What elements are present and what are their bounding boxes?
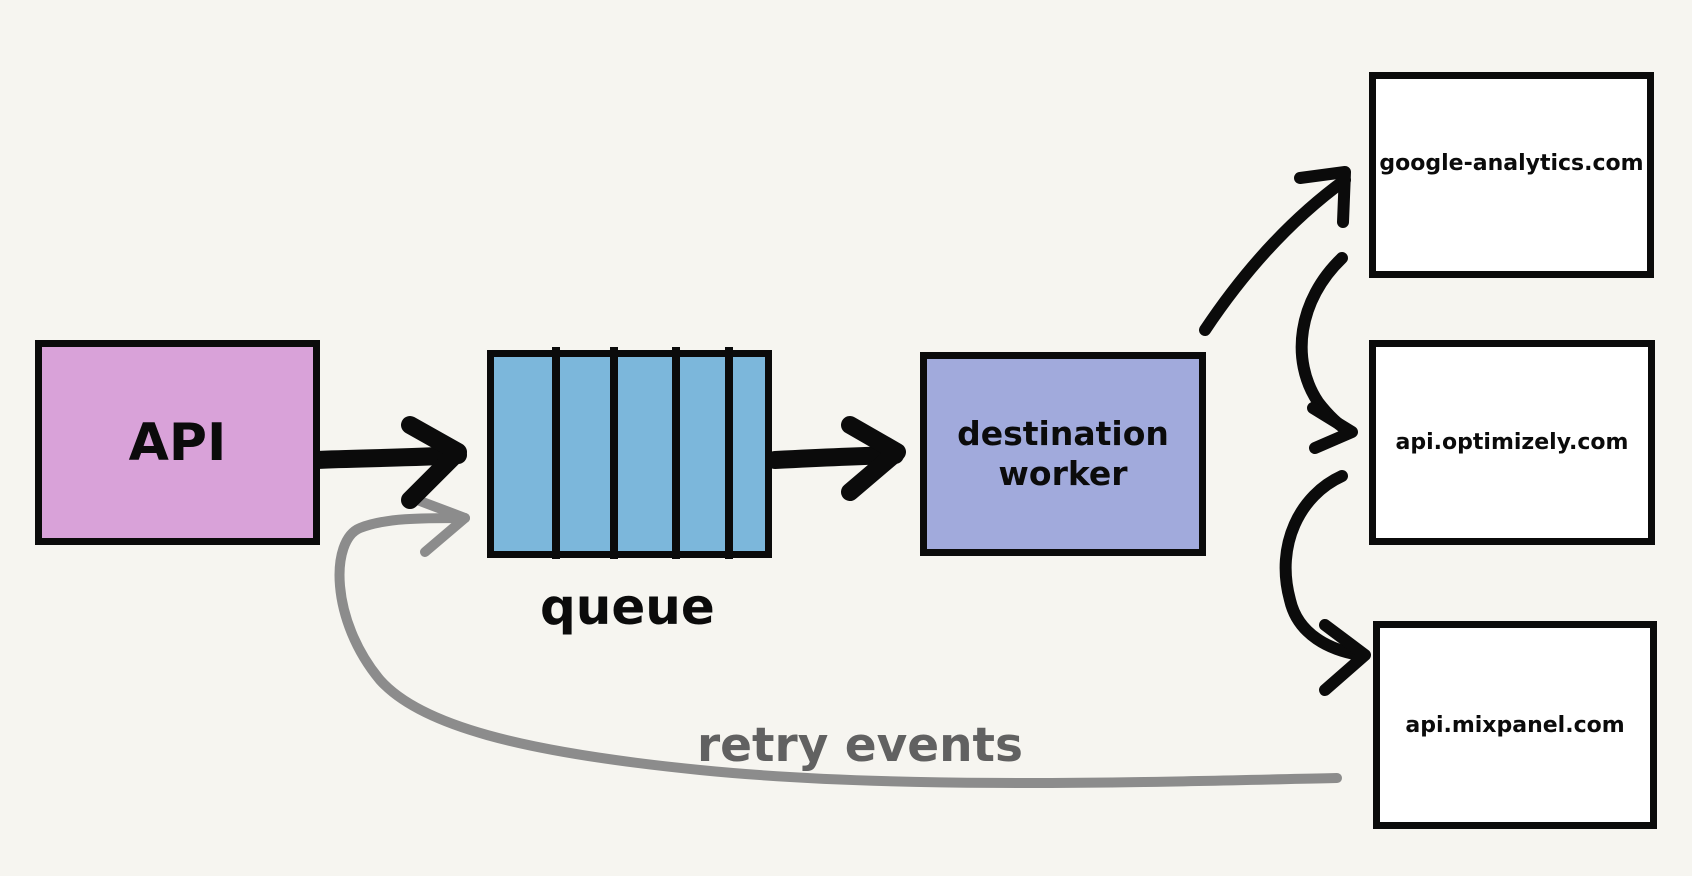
- to-mixpanel-arrow: [1279, 470, 1366, 661]
- worker-to-ga-arrowhead: [1294, 166, 1351, 228]
- queue-to-worker-arrowhead: [841, 416, 906, 501]
- api-box: API: [35, 340, 320, 545]
- worker-to-ga-arrow: [1199, 174, 1351, 336]
- queue-divider: [610, 347, 618, 559]
- queue-divider: [672, 347, 680, 559]
- api-to-queue-arrowhead: [401, 416, 467, 509]
- queue-divider: [552, 347, 560, 559]
- queue-label: queue: [540, 578, 715, 636]
- retry-arrowhead: [407, 493, 470, 557]
- worker-label-line1: destination: [957, 414, 1169, 453]
- queue-divider: [725, 347, 733, 559]
- queue-box: [487, 347, 772, 559]
- retry-events-label: retry events: [697, 718, 1023, 773]
- to-mixpanel-arrowhead: [1319, 619, 1371, 696]
- destination-label: google-analytics.com: [1379, 151, 1644, 176]
- destination-optimizely: api.optimizely.com: [1369, 340, 1655, 545]
- destination-google-analytics: google-analytics.com: [1369, 72, 1654, 278]
- retry-arrow: [334, 513, 1342, 788]
- destination-label: api.mixpanel.com: [1405, 712, 1625, 738]
- destination-worker-box: destination worker: [920, 352, 1206, 556]
- destination-mixpanel: api.mixpanel.com: [1373, 621, 1657, 829]
- worker-label-line2: worker: [998, 454, 1128, 493]
- api-to-queue-arrow: [306, 446, 467, 469]
- to-optimizely-arrowhead: [1307, 402, 1358, 454]
- api-label: API: [128, 412, 227, 473]
- destination-label: api.optimizely.com: [1395, 430, 1629, 455]
